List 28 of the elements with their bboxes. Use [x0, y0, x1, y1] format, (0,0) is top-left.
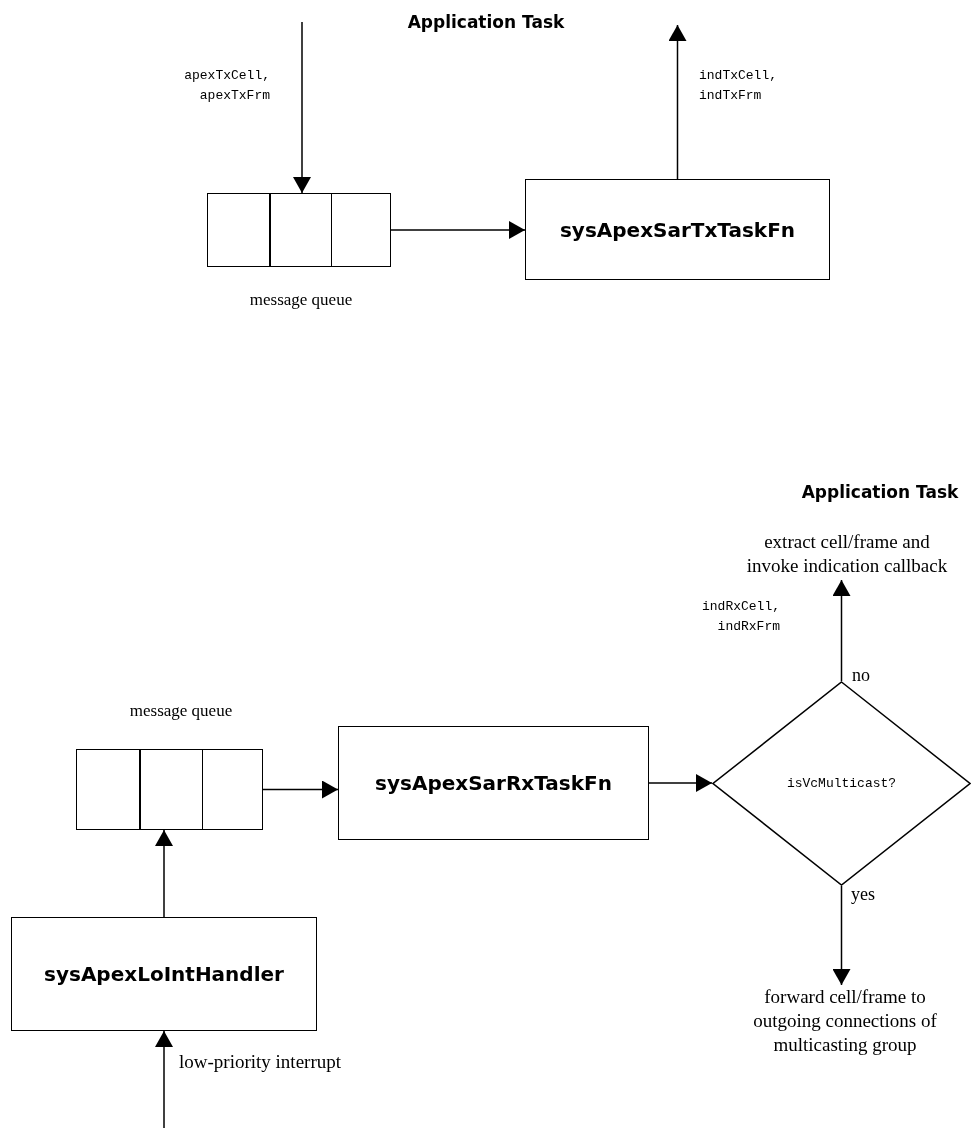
function-name: sysApexLoIntHandler — [44, 961, 284, 988]
edge-label: indTxCell, indTxFrm — [699, 67, 778, 105]
arrow — [832, 885, 851, 986]
arrow — [293, 21, 311, 194]
edge-label: low-priority interrupt — [178, 1050, 342, 1074]
branch-label: no — [852, 664, 871, 687]
arrow — [648, 774, 713, 792]
condition-text: isVcMulticast? — [786, 774, 897, 793]
function-name: sysApexSarRxTaskFn — [375, 770, 612, 797]
outcome-text: extract cell/frame and invoke indication callback — [741, 530, 953, 580]
function-name: sysApexSarTxTaskFn — [559, 216, 796, 244]
arrow — [262, 780, 339, 799]
edge-label: indRxCell, indRxFrm — [701, 598, 780, 636]
edge-label: yes — [851, 883, 876, 906]
edge-label: apexTxCell, apexTxFrm — [183, 67, 270, 105]
outcome-text: forward cell/frame to outgoing connections of multicasting group — [730, 985, 960, 1063]
process-box — [11, 917, 317, 1031]
queue-caption: message queue — [248, 289, 354, 311]
section-title: Application Task — [406, 11, 566, 34]
process-box — [338, 726, 649, 840]
arrow — [832, 579, 851, 682]
arrow — [155, 1030, 173, 1128]
arrow — [668, 24, 687, 180]
process-box — [525, 179, 830, 280]
queue-caption: message queue — [128, 700, 234, 722]
arrow — [390, 221, 526, 239]
arrow — [155, 829, 173, 918]
section-title: Application Task — [800, 481, 960, 504]
